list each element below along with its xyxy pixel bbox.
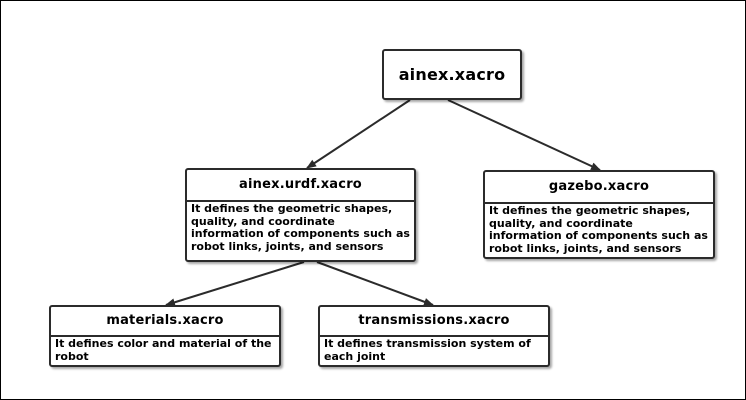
node-title: gazebo.xacro [548,179,650,194]
node-divider [51,335,279,337]
node-title: materials.xacro [106,313,224,328]
node-divider [187,200,414,202]
node-description: It defines color and material of the rob… [55,337,272,363]
node-title: ainex.urdf.xacro [239,177,362,192]
node-description: It defines transmission system of each j… [324,337,531,363]
node-description: It defines the geometric shapes, quality… [489,204,708,255]
node-transmissions-xacro: transmissions.xacro It defines transmiss… [318,305,550,367]
edge-urdf-to-transmissions [316,261,434,306]
node-gazebo-xacro: gazebo.xacro It defines the geometric sh… [483,170,715,259]
node-materials-xacro: materials.xacro It defines color and mat… [49,305,281,367]
node-title: ainex.xacro [398,65,506,84]
node-divider [320,335,548,337]
node-ainex-urdf-xacro: ainex.urdf.xacro It defines the geometri… [185,168,416,262]
edge-urdf-to-materials [165,261,305,307]
edge-root-to-gazebo [447,99,601,171]
node-description: It defines the geometric shapes, quality… [191,202,410,253]
node-divider [485,202,713,204]
node-title: transmissions.xacro [358,313,510,328]
node-ainex-xacro: ainex.xacro [382,49,522,100]
edge-root-to-urdf [306,99,411,169]
